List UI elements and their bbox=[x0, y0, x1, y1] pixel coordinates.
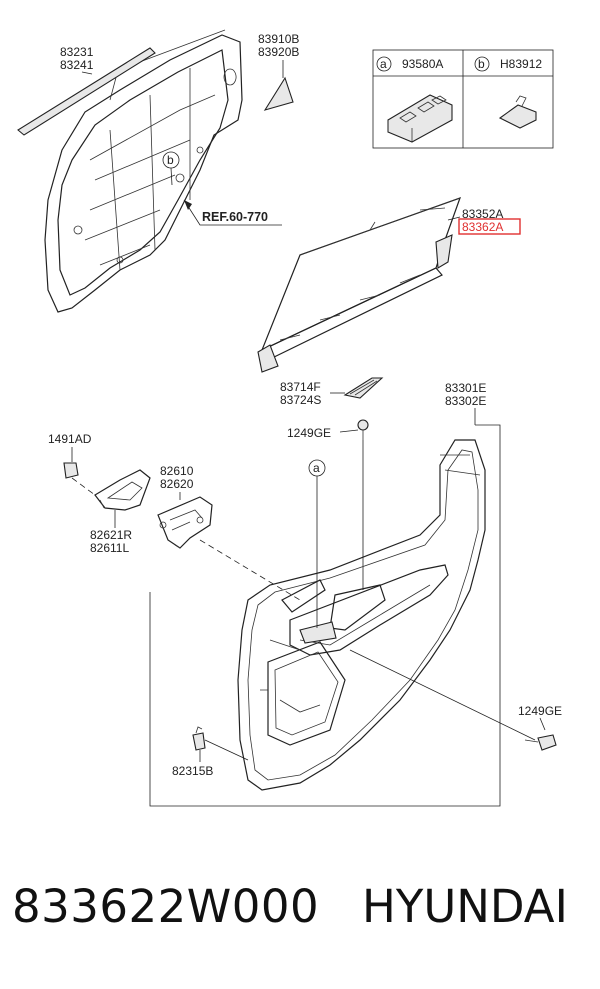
label-83362a: 83362A bbox=[462, 220, 503, 234]
label-83231: 83231 bbox=[60, 45, 94, 59]
door-frame bbox=[44, 29, 243, 313]
clip-dash bbox=[71, 477, 96, 496]
legend-a-letter: a bbox=[380, 57, 387, 71]
label-83302e: 83302E bbox=[445, 394, 486, 408]
highlight-box bbox=[458, 218, 521, 235]
panel-group-box bbox=[149, 424, 501, 807]
fastener-line bbox=[204, 739, 249, 761]
ref-label: REF.60-770 bbox=[202, 210, 268, 224]
label-82315b: 82315B bbox=[172, 764, 213, 778]
label-83301e: 83301E bbox=[445, 381, 486, 395]
label-1249ge-right: 1249GE bbox=[518, 704, 562, 718]
screw-right bbox=[524, 734, 557, 751]
belt-moulding bbox=[17, 47, 156, 136]
window-switch-icon bbox=[387, 94, 453, 143]
label-83920b: 83920B bbox=[258, 45, 299, 59]
legend-box: a 93580A b H83912 bbox=[372, 49, 554, 149]
ref-arrow-icon bbox=[184, 200, 192, 210]
door-garnish bbox=[343, 377, 384, 399]
handle-housing bbox=[157, 496, 213, 549]
callout-b-text: b bbox=[167, 153, 174, 167]
inside-handle bbox=[94, 469, 151, 511]
label-82610: 82610 bbox=[160, 464, 194, 478]
label-82621r: 82621R bbox=[90, 528, 132, 542]
label-83714f: 83714F bbox=[280, 380, 321, 394]
callout-a-text: a bbox=[313, 461, 320, 475]
label-1491ad: 1491AD bbox=[48, 432, 92, 446]
handle-dash bbox=[199, 539, 301, 601]
legend-b-part: H83912 bbox=[500, 57, 542, 71]
door-trim-seal bbox=[257, 197, 461, 373]
label-83910b: 83910B bbox=[258, 32, 299, 46]
legend-b-letter: b bbox=[478, 57, 485, 71]
footer-part-number: 833622W000 bbox=[12, 880, 320, 933]
label-1249ge-top: 1249GE bbox=[287, 426, 331, 440]
legend-a-part: 93580A bbox=[402, 57, 443, 71]
screw-top bbox=[357, 419, 369, 440]
clip-icon bbox=[498, 95, 537, 129]
label-82611l: 82611L bbox=[90, 541, 129, 555]
label-83241: 83241 bbox=[60, 58, 94, 72]
callout-b-marker: b bbox=[162, 151, 180, 186]
screw-right-line bbox=[349, 649, 536, 741]
label-83352a: 83352A bbox=[462, 207, 503, 221]
label-82620: 82620 bbox=[160, 477, 194, 491]
retainer-clip bbox=[63, 462, 79, 479]
footer-brand: HYUNDAI bbox=[362, 880, 568, 933]
fastener-clip bbox=[192, 726, 206, 751]
screw-top-leader bbox=[339, 429, 359, 433]
callout-a-marker: a bbox=[308, 459, 326, 628]
screw-right-leader bbox=[539, 717, 546, 731]
door-trim-panel bbox=[237, 439, 486, 791]
ref-leader bbox=[183, 199, 282, 226]
delta-cover bbox=[263, 60, 294, 111]
label-83724s: 83724S bbox=[280, 393, 321, 407]
